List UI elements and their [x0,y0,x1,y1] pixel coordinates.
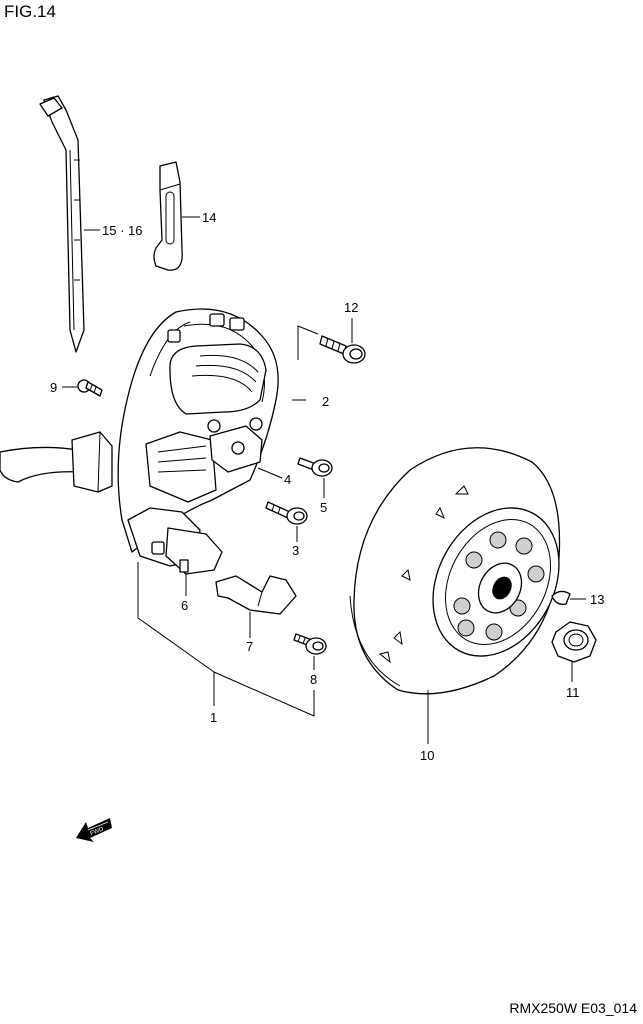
callout-2: 2 [322,394,329,409]
callout-6: 6 [181,598,188,613]
callout-14: 14 [202,210,216,225]
callout-10: 10 [420,748,434,763]
connector-part-6[interactable] [165,527,223,575]
document-code: RMX250W E03_014 [509,1000,637,1016]
callout-15-16: 15 · 16 [102,223,142,238]
callout-1: 1 [210,710,217,725]
clamp-bracket-part[interactable] [153,161,183,271]
stator-assembly-part[interactable] [117,308,279,567]
fwd-label: FWD [90,826,106,837]
screw-part-12[interactable] [297,325,366,364]
figure-title: FIG.14 [4,2,56,21]
bolt-part-8[interactable] [293,633,327,655]
bolt-part-9[interactable] [77,379,103,397]
callout-4: 4 [284,472,291,487]
callout-8: 8 [310,672,317,687]
wire-guide-part-7[interactable] [215,575,297,615]
flywheel-nut-part[interactable] [551,621,597,663]
callout-7: 7 [246,639,253,654]
callout-9: 9 [50,380,57,395]
flywheel-rotor-part[interactable] [349,447,584,695]
callout-13: 13 [590,592,604,607]
cable-tie-part[interactable] [39,95,85,353]
screw-part-3[interactable] [265,501,308,525]
fwd-arrow-icon: FWD [76,818,112,842]
callout-12: 12 [344,300,358,315]
screw-part-5[interactable] [297,457,333,477]
callout-5: 5 [320,500,327,515]
callout-11: 11 [566,685,580,700]
wire-harness [0,431,113,493]
callout-3: 3 [292,543,299,558]
woodruff-key-part[interactable] [551,590,571,605]
